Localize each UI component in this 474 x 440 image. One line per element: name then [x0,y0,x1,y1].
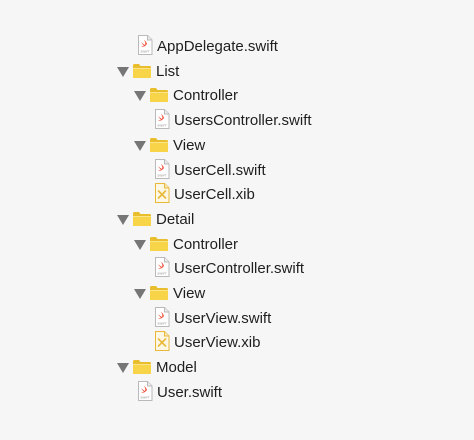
svg-text:SWIFT: SWIFT [140,395,149,399]
svg-text:SWIFT: SWIFT [140,50,149,54]
disclosure-triangle-icon[interactable] [117,363,129,374]
xib-file-icon [154,183,170,204]
navigator-folder-row[interactable]: List [0,60,474,84]
navigator-item-label: UsersController.swift [174,112,312,130]
swift-file-icon: SWIFT [154,306,170,327]
navigator-file-row[interactable]: SWIFT UserView.swift [0,306,474,331]
navigator-item-label: List [156,62,180,80]
navigator-folder-row[interactable]: Detail [0,208,474,232]
navigator-item-label: UserCell.xib [174,186,255,204]
navigator-file-row[interactable]: SWIFT UserController.swift [0,257,474,281]
svg-text:SWIFT: SWIFT [157,272,166,276]
navigator-file-row[interactable]: SWIFT AppDelegate.swift [0,35,474,59]
navigator-item-label: User.swift [157,383,223,401]
navigator-file-row[interactable]: SWIFT UserCell.swift [0,158,474,183]
folder-icon [132,359,152,375]
swift-file-icon: SWIFT [154,109,170,130]
navigator-item-label: UserController.swift [174,260,305,278]
xib-file-icon [154,331,170,352]
navigator-item-label: UserView.xib [174,334,261,352]
folder-icon [149,285,169,301]
folder-icon [149,87,169,103]
navigator-item-label: Detail [156,210,195,228]
disclosure-triangle-icon[interactable] [134,140,146,151]
navigator-item-label: Controller [173,87,239,105]
svg-text:SWIFT: SWIFT [157,124,166,128]
navigator-item-label: View [173,136,206,154]
svg-text:SWIFT: SWIFT [157,173,166,177]
navigator-item-label: View [173,285,206,302]
navigator-file-row[interactable]: SWIFT User.swift [0,380,474,405]
disclosure-triangle-icon[interactable] [117,214,129,225]
navigator-folder-row[interactable]: View [0,282,474,306]
navigator-folder-row[interactable]: View [0,134,474,158]
disclosure-triangle-icon[interactable] [134,91,146,102]
navigator-folder-row[interactable]: Controller [0,233,474,257]
swift-file-icon: SWIFT [154,158,170,179]
navigator-item-label: UserView.swift [174,309,272,327]
disclosure-triangle-icon[interactable] [134,239,146,250]
navigator-folder-row[interactable]: Controller [0,84,474,108]
navigator-item-label: Controller [173,235,239,253]
folder-icon [149,236,169,252]
swift-file-icon: SWIFT [137,380,153,401]
navigator-folder-row[interactable]: Model [0,356,474,380]
navigator-item-label: Model [156,359,197,377]
swift-file-icon: SWIFT [137,35,153,55]
disclosure-triangle-icon[interactable] [134,289,146,299]
svg-text:SWIFT: SWIFT [157,321,166,325]
folder-icon [132,63,152,79]
navigator-item-label: AppDelegate.swift [157,38,278,55]
disclosure-triangle-icon[interactable] [117,66,129,77]
navigator-file-row[interactable]: UserCell.xib [0,183,474,207]
navigator-file-row[interactable]: UserView.xib [0,331,474,355]
navigator-file-row[interactable]: SWIFT UsersController.swift [0,109,474,133]
folder-icon [132,211,152,227]
navigator-item-label: UserCell.swift [174,161,266,179]
swift-file-icon: SWIFT [154,257,170,278]
folder-icon [149,137,169,153]
